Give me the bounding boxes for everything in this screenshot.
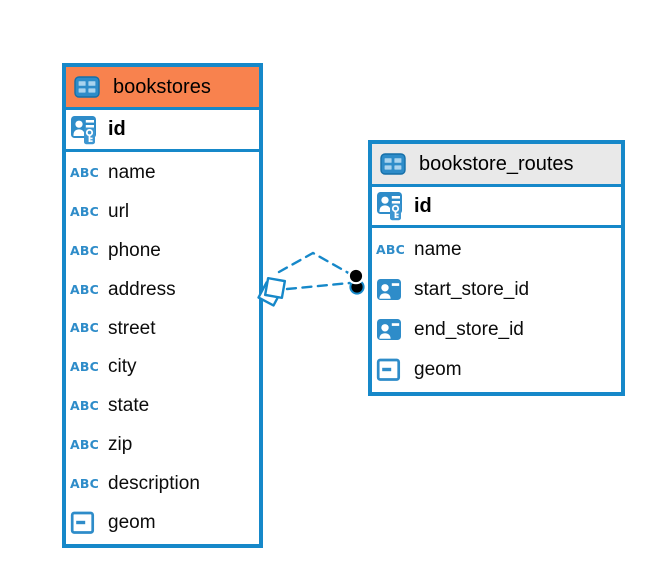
column-row-geom[interactable]: geom xyxy=(70,503,259,542)
column-name: id xyxy=(414,194,432,217)
text-type-icon: ABC xyxy=(70,475,99,491)
table-icon xyxy=(74,76,104,98)
column-name: id xyxy=(108,118,126,140)
column-row-geom[interactable]: geom xyxy=(376,350,621,390)
column-name: geom xyxy=(108,511,156,533)
column-name: description xyxy=(108,472,200,494)
reference-type-icon xyxy=(376,317,406,343)
column-name: address xyxy=(108,278,176,300)
relationship-line-1[interactable] xyxy=(277,251,354,277)
column-row-description[interactable]: ABC description xyxy=(70,464,259,503)
column-name: start_store_id xyxy=(414,279,530,300)
table-header-bookstore-routes[interactable]: bookstore_routes xyxy=(372,144,621,187)
primary-key-icon xyxy=(70,114,100,145)
reference-type-icon xyxy=(376,277,406,303)
column-name: url xyxy=(108,201,130,223)
table-title: bookstore_routes xyxy=(419,152,574,175)
text-type-icon: ABC xyxy=(70,359,99,375)
text-type-icon: ABC xyxy=(70,203,99,219)
column-row-zip[interactable]: ABC zip xyxy=(70,426,259,465)
column-name: street xyxy=(108,317,156,339)
column-row-street[interactable]: ABC street xyxy=(70,309,259,348)
column-row-address[interactable]: ABC address xyxy=(70,270,259,309)
column-row-id[interactable]: id xyxy=(66,110,259,152)
text-type-icon: ABC xyxy=(70,165,99,181)
column-row-name[interactable]: ABC name xyxy=(70,154,259,193)
column-row-end-store-id[interactable]: end_store_id xyxy=(376,310,621,350)
column-row-start-store-id[interactable]: start_store_id xyxy=(376,270,621,310)
geometry-type-icon xyxy=(376,357,406,383)
table-header-bookstores[interactable]: bookstores xyxy=(66,67,259,110)
text-type-icon: ABC xyxy=(70,397,99,413)
relationship-target-marker[interactable] xyxy=(347,267,365,295)
relationship-line-2[interactable] xyxy=(285,281,352,291)
column-name: geom xyxy=(414,359,462,380)
column-row-phone[interactable]: ABC phone xyxy=(70,232,259,271)
text-type-icon: ABC xyxy=(70,242,99,258)
text-type-icon: ABC xyxy=(70,281,99,297)
column-name: phone xyxy=(108,239,161,261)
table-icon xyxy=(380,153,410,175)
column-row-city[interactable]: ABC city xyxy=(70,348,259,387)
table-bookstore-routes[interactable]: bookstore_routes id ABC name start_store… xyxy=(368,140,625,396)
primary-key-icon xyxy=(376,191,406,221)
column-list: ABC name start_store_id end_store_id ge xyxy=(372,228,621,392)
column-name: zip xyxy=(108,433,133,455)
column-list: ABC name ABC url ABC phone ABC address A… xyxy=(66,152,259,544)
geometry-type-icon xyxy=(70,510,100,536)
column-name: end_store_id xyxy=(414,319,524,340)
column-name: name xyxy=(108,162,156,184)
column-row-url[interactable]: ABC url xyxy=(70,193,259,232)
column-name: city xyxy=(108,356,137,378)
column-row-id[interactable]: id xyxy=(372,187,621,228)
table-bookstores[interactable]: bookstores id ABC name ABC url ABC phone… xyxy=(62,63,263,548)
column-row-name[interactable]: ABC name xyxy=(376,230,621,270)
text-type-icon: ABC xyxy=(70,320,99,336)
text-type-icon: ABC xyxy=(70,436,99,452)
column-name: name xyxy=(414,239,462,260)
text-type-icon: ABC xyxy=(376,241,405,257)
table-title: bookstores xyxy=(113,75,211,98)
column-row-state[interactable]: ABC state xyxy=(70,387,259,426)
column-name: state xyxy=(108,395,150,417)
